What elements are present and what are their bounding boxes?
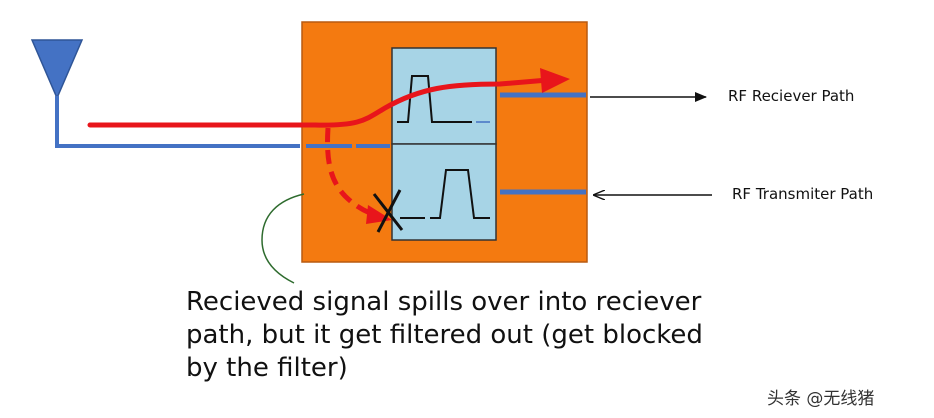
caption-line: Recieved signal spills over into recieve… xyxy=(186,287,702,317)
tx-path-label: RF Transmiter Path xyxy=(732,185,874,203)
received-signal-arrowhead xyxy=(540,68,570,93)
watermark: 头条 @无线猪 xyxy=(767,389,875,409)
caption-line: path, but it get filtered out (get block… xyxy=(186,320,703,350)
caption: Recieved signal spills over into recieve… xyxy=(186,286,746,385)
spillover-arrow xyxy=(325,127,379,219)
tx-filter xyxy=(391,143,497,241)
callout-line xyxy=(261,193,305,284)
rx-path-label: RF Reciever Path xyxy=(728,87,855,105)
received-signal-arrow xyxy=(87,77,551,128)
caption-line: by the filter) xyxy=(186,353,348,383)
antenna-icon xyxy=(30,39,84,148)
cross-icon xyxy=(372,189,404,233)
